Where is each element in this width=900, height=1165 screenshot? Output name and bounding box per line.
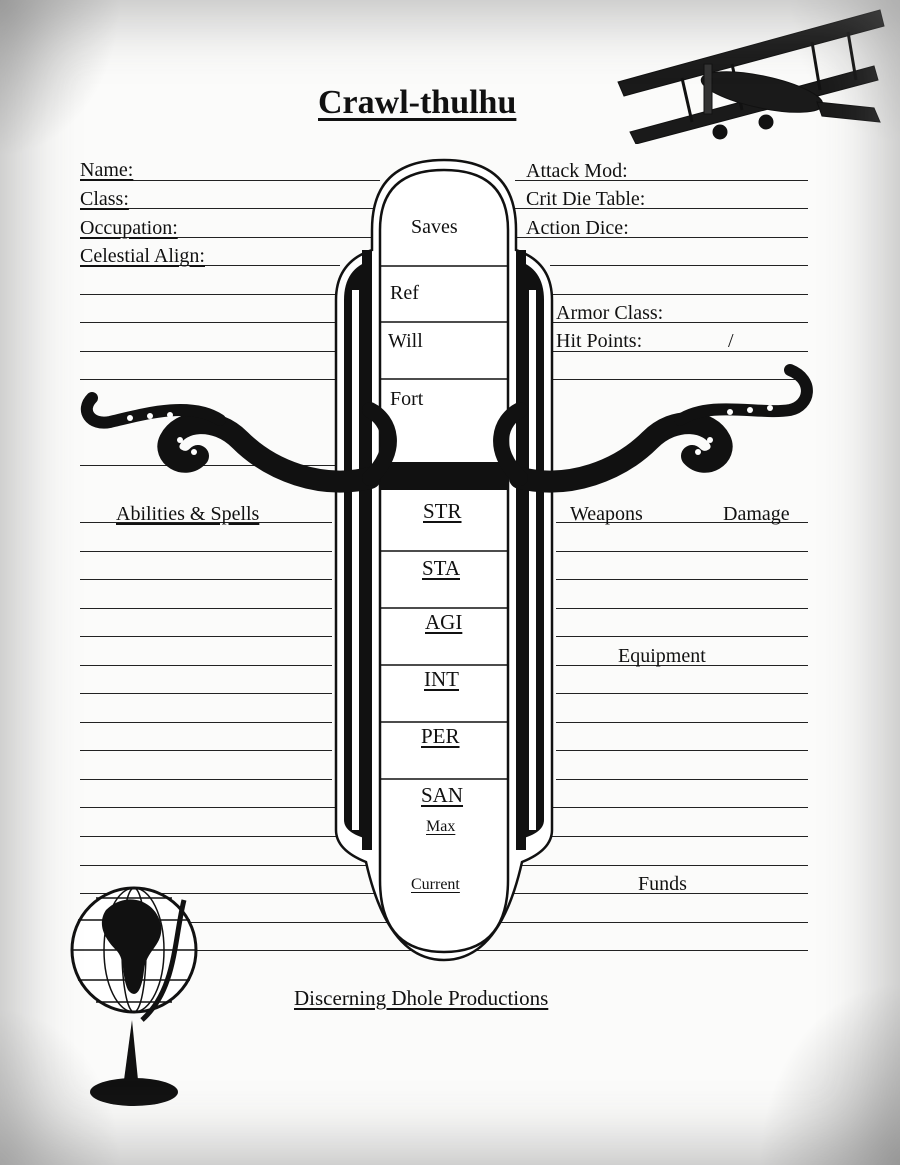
hit-points-separator: / xyxy=(728,330,734,352)
celestial-align-label: Celestial Align: xyxy=(80,245,205,267)
ref-label: Ref xyxy=(390,282,419,304)
armor-class-label: Armor Class: xyxy=(556,302,664,324)
funds-heading: Funds xyxy=(638,873,687,895)
crit-die-table-label: Crit Die Table: xyxy=(526,188,646,210)
per-label: PER xyxy=(421,724,460,748)
str-label: STR xyxy=(423,499,462,523)
globe-illustration xyxy=(70,886,198,1106)
damage-heading: Damage xyxy=(723,503,790,525)
fort-label: Fort xyxy=(390,388,424,410)
weapons-heading: Weapons xyxy=(570,503,643,525)
name-label: Name: xyxy=(80,159,134,181)
occupation-label: Occupation: xyxy=(80,217,178,239)
san-label: SAN xyxy=(421,783,464,807)
abilities-spells-heading: Abilities & Spells xyxy=(116,503,260,525)
will-label: Will xyxy=(388,330,423,352)
sheet-title: Crawl-thulhu xyxy=(318,84,517,121)
agi-label: AGI xyxy=(425,610,463,634)
hit-points-label: Hit Points: xyxy=(556,330,643,352)
sta-label: STA xyxy=(422,556,460,580)
saves-heading: Saves xyxy=(411,216,458,238)
san-current-label: Current xyxy=(411,876,460,893)
attack-mod-label: Attack Mod: xyxy=(526,160,628,182)
biplane-illustration xyxy=(617,9,885,144)
int-label: INT xyxy=(424,667,459,691)
action-dice-label: Action Dice: xyxy=(526,217,629,239)
publisher-credit: Discerning Dhole Productions xyxy=(294,986,549,1010)
tentacle-illustration xyxy=(80,364,813,493)
equipment-heading: Equipment xyxy=(618,645,706,667)
class-label: Class: xyxy=(80,188,129,210)
san-max-label: Max xyxy=(426,818,456,835)
